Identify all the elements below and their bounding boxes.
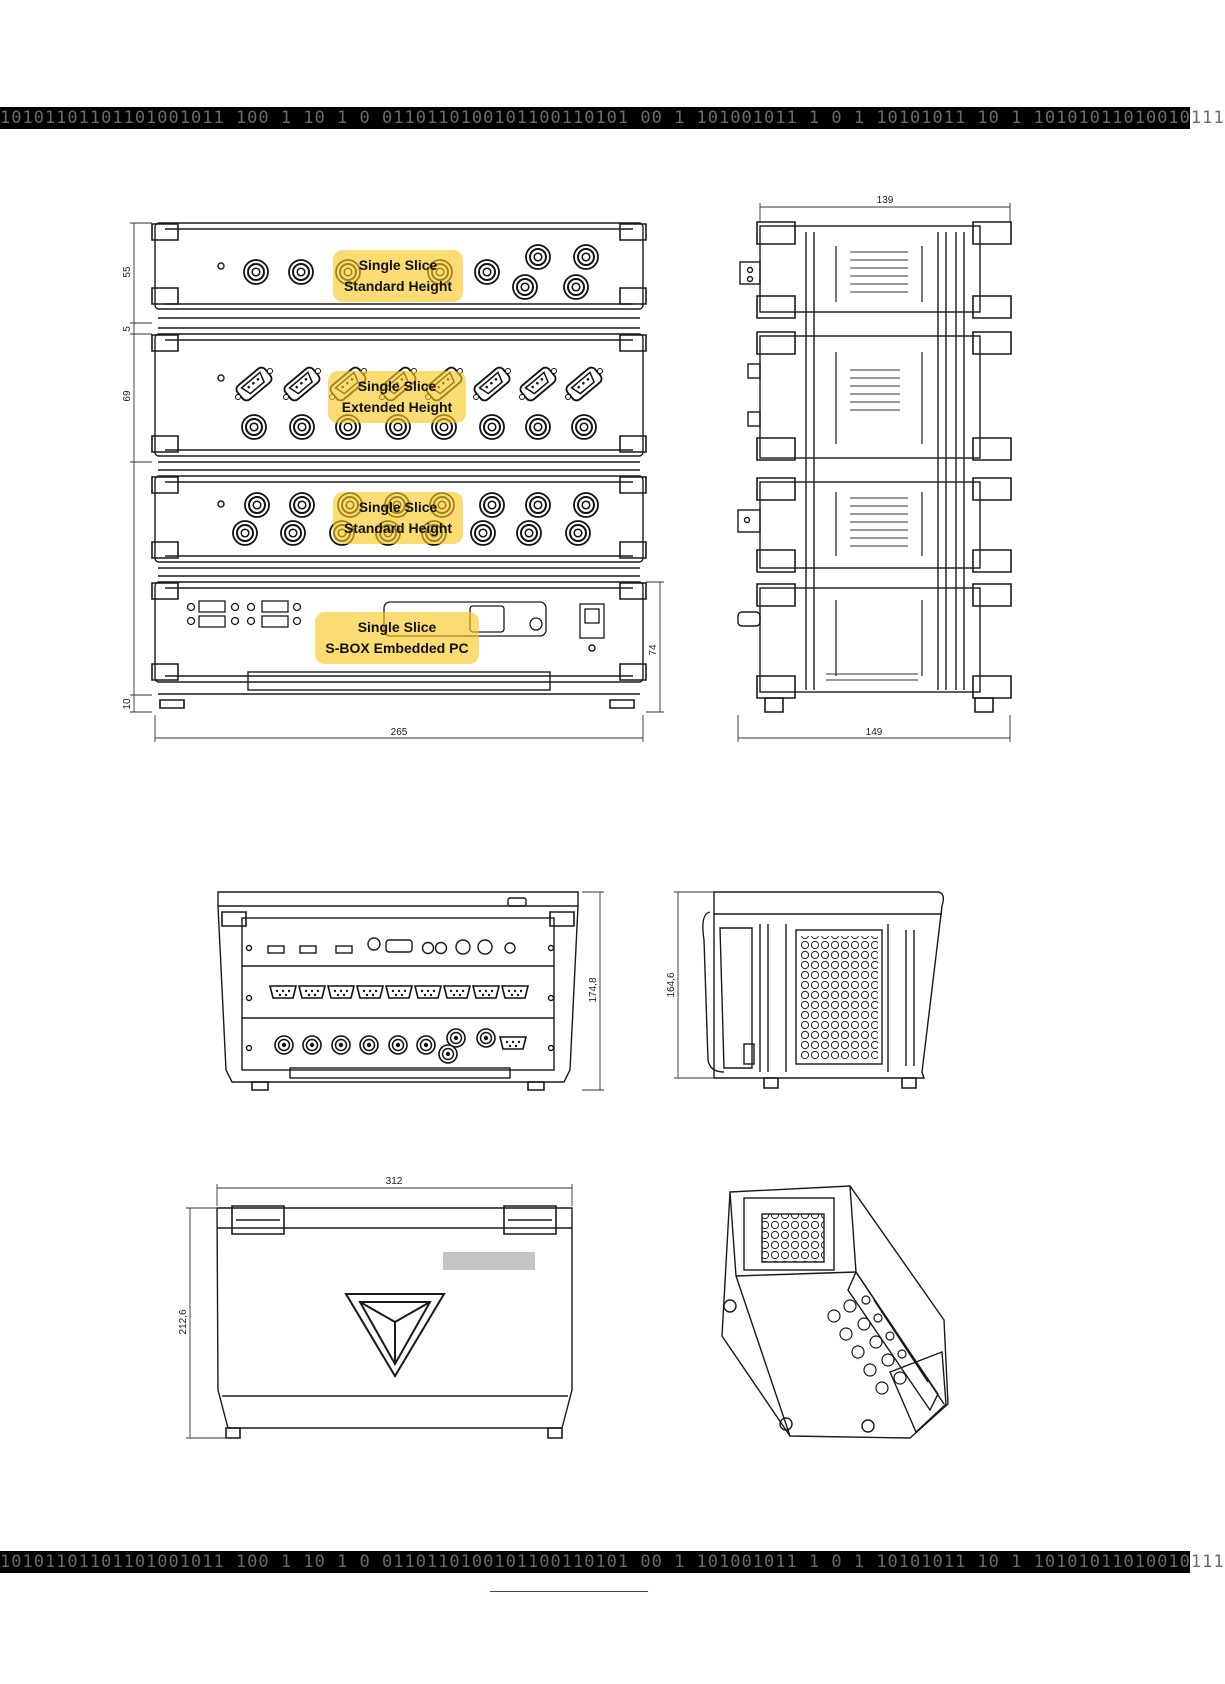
case-front-connectors xyxy=(269,985,529,1064)
caption-placeholder-bar xyxy=(443,1252,535,1270)
case-front-view xyxy=(217,891,579,1091)
dim-74: 74 xyxy=(648,644,659,656)
dim-10: 10 xyxy=(122,698,133,710)
dim-5: 5 xyxy=(122,326,133,332)
label-line: Standard Height xyxy=(343,278,453,294)
binary-text: 10101101101101001011 100 1 10 1 0 011011… xyxy=(0,1552,1225,1572)
dim-69: 69 xyxy=(122,390,133,402)
side-dimensions xyxy=(737,203,1011,742)
dim-139: 139 xyxy=(877,195,894,206)
case-isometric-view xyxy=(721,1185,949,1439)
dim-312: 312 xyxy=(386,1176,403,1187)
front-view-stack xyxy=(151,222,647,709)
label-line: S-BOX Embedded PC xyxy=(325,640,469,656)
case-top-view xyxy=(216,1205,573,1439)
label-line: Standard Height xyxy=(343,520,453,536)
case-front-dimension xyxy=(582,891,604,1091)
label-line: Single Slice xyxy=(358,257,438,273)
label-line: Extended Height xyxy=(341,399,453,415)
label-slice-standard-height-1: Single Slice Standard Height xyxy=(333,250,463,302)
label-line: Single Slice xyxy=(358,499,438,515)
label-slice-extended-height: Single Slice Extended Height xyxy=(328,371,466,423)
front-dimensions xyxy=(130,222,664,742)
label-slice-standard-height-2: Single Slice Standard Height xyxy=(333,492,463,544)
label-slice-sbox-embedded-pc: Single Slice S-BOX Embedded PC xyxy=(315,612,479,664)
label-line: Single Slice xyxy=(357,378,437,394)
dim-265: 265 xyxy=(391,727,408,738)
binary-text: 10101101101101001011 100 1 10 1 0 011011… xyxy=(0,108,1225,128)
dim-174-8: 174,8 xyxy=(588,977,599,1002)
dim-149: 149 xyxy=(866,727,883,738)
footer-rule xyxy=(490,1591,648,1592)
technical-drawing: 55 5 69 10 74 265 139 149 xyxy=(122,195,1012,1439)
case-side-view xyxy=(702,891,945,1089)
case-side-dimension xyxy=(674,891,714,1079)
brand-logo xyxy=(344,1293,446,1378)
dim-55: 55 xyxy=(122,266,133,278)
dim-212-6: 212,6 xyxy=(178,1309,189,1334)
side-view-stack xyxy=(737,221,1012,713)
dim-164-6: 164,6 xyxy=(666,972,677,997)
binary-decor-band-top: 10101101101101001011 100 1 10 1 0 011011… xyxy=(0,107,1224,129)
label-line: Single Slice xyxy=(357,619,437,635)
case-top-dimensions xyxy=(186,1184,573,1439)
hex-vent-mesh xyxy=(800,936,878,1060)
binary-decor-band-bottom: 10101101101101001011 100 1 10 1 0 011011… xyxy=(0,1551,1224,1573)
